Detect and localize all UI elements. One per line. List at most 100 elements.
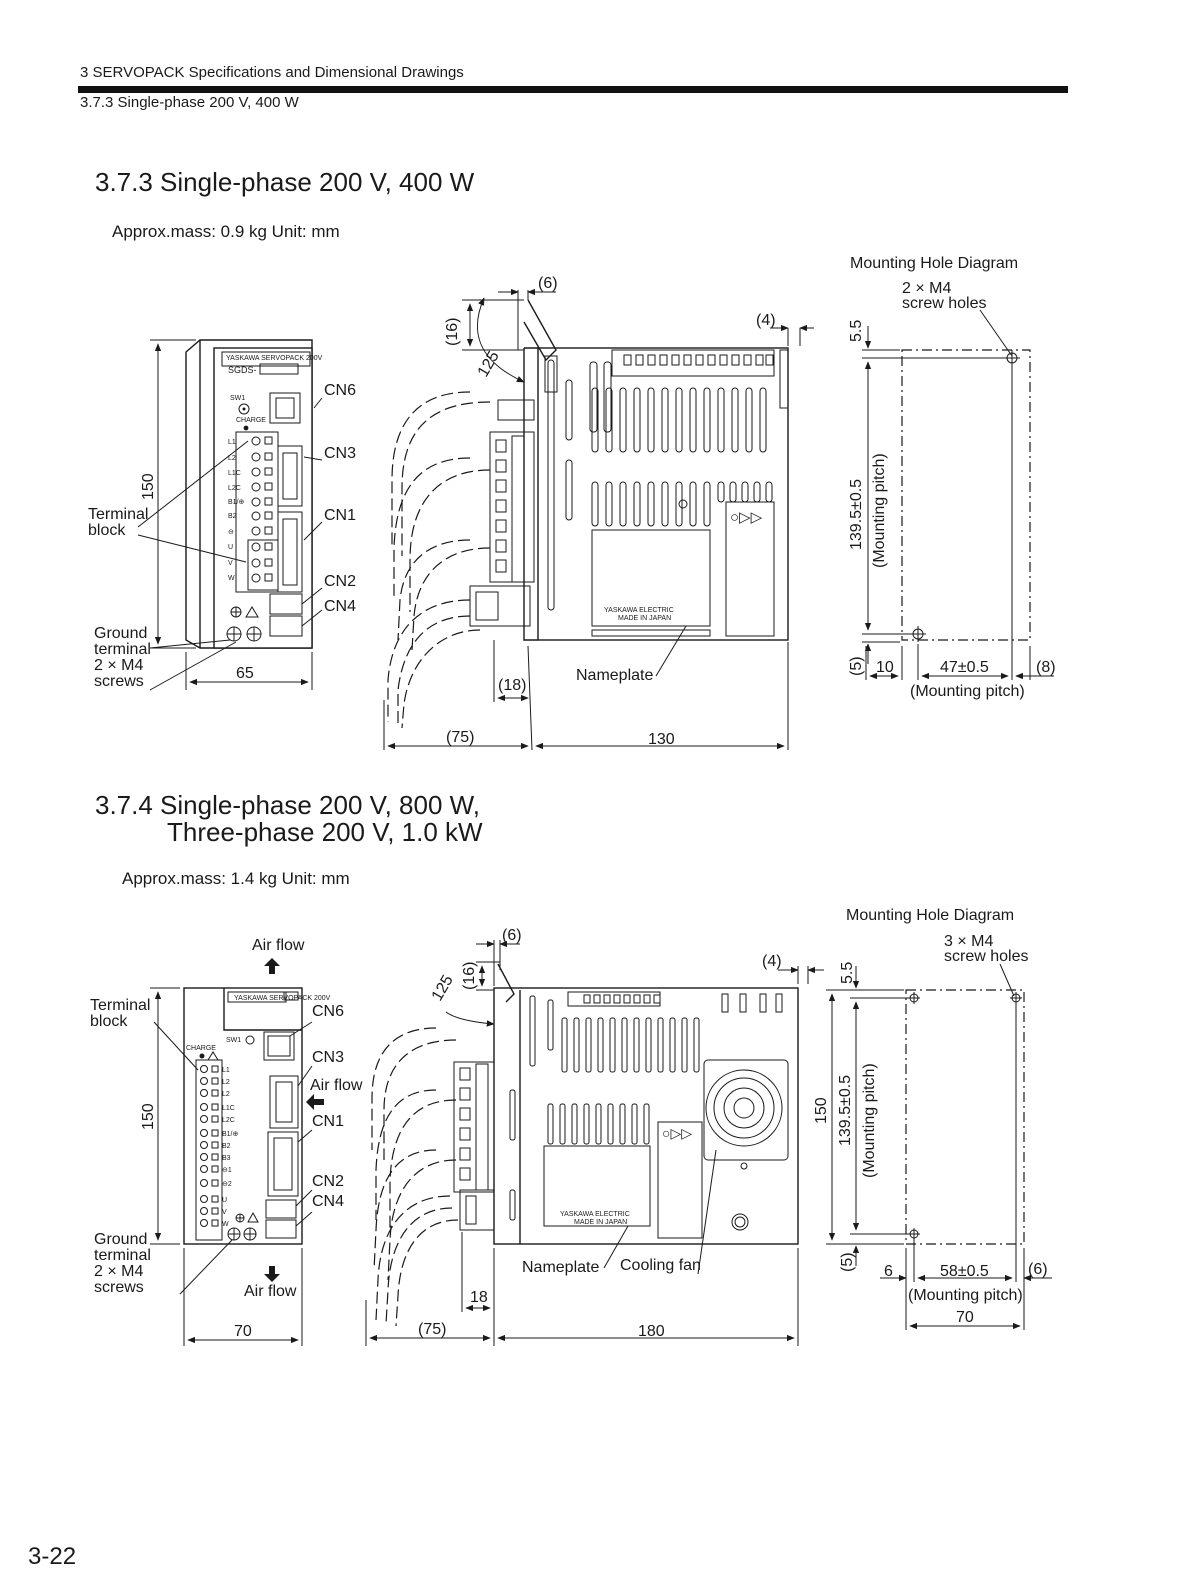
terminal-label: L2C [228,485,241,492]
page-number: 3-22 [28,1543,77,1570]
mounting-right-dim: (6) [1028,1261,1048,1278]
charge-label: CHARGE [186,1045,216,1052]
cn4-label: CN4 [312,1193,344,1210]
mounting-pitch-v-label: (Mounting pitch) [861,1063,878,1178]
terminal-label: ⊖1 [222,1167,232,1174]
holes-label: screw holes [944,948,1028,965]
arrow-up-icon [264,958,280,974]
height-dim: 150 [140,1103,157,1130]
cn4-label: CN4 [324,598,356,615]
terminal-list: L1 L2 L2 L1C L2C B1/⊕ B2 B3 ⊖1 ⊖2 U V W [222,1067,239,1228]
terminal-block-label: block [88,522,126,539]
dim-6: (6) [538,275,558,292]
terminal-label: L2 [228,455,236,462]
sw1-label: SW1 [226,1037,241,1044]
brand-label: YASKAWA SERVOPACK 200V [226,355,323,362]
vent-slots [509,993,783,1221]
mounting-top-dim: 5.5 [839,962,856,984]
terminal-label: L1C [222,1105,235,1112]
terminal-label: W [228,575,235,582]
cooling-fan-icon [703,1059,789,1231]
terminal-list: L1 L2 L1C L2C B1/⊕ B2 ⊖ U V W [228,439,245,582]
subsection-header: 3.7.3 Single-phase 200 V, 400 W [80,94,299,111]
arrow-down-icon [264,1266,280,1282]
dim-4: (4) [756,312,776,329]
chapter-header: 3 SERVOPACK Specifications and Dimension… [80,64,464,81]
terminal-label: L2C [222,1117,235,1124]
ground-label: screws [94,673,144,690]
terminal-label: L1 [228,439,236,446]
arrow-left-icon [306,1094,324,1110]
sw1-label: SW1 [230,395,245,402]
dim-18: (18) [498,677,526,694]
cn1-label: CN1 [324,507,356,524]
dim-180: 180 [638,1323,665,1340]
nameplate-label: Nameplate [522,1259,599,1276]
holes-label: 3 × M4 [944,933,993,950]
plate-text: MADE IN JAPAN [574,1219,627,1226]
terminal-label: B3 [222,1155,231,1162]
terminal-label: V [228,560,233,567]
mounting-title: Mounting Hole Diagram [850,255,1018,272]
model-label: SGDS- [228,365,257,375]
front-view-400w: YASKAWA SERVOPACK 200V SGDS- SW1 CHARGE … [88,339,356,691]
ground-label: terminal [94,1247,151,1264]
terminal-label: L2 [222,1091,230,1098]
cable-outlines [371,1027,459,1327]
terminal-label: B1/⊕ [222,1131,239,1138]
width-dim: 65 [236,665,254,682]
cn6-label: CN6 [324,382,356,399]
ground-label: terminal [94,641,151,658]
cn3-label: CN3 [324,445,356,462]
section-3-7-4-title-line2: Three-phase 200 V, 1.0 kW [167,817,483,847]
terminal-label: B1/⊕ [228,499,245,506]
dim-4: (4) [762,953,782,970]
section-3-7-4-title-line1: 3.7.4 Single-phase 200 V, 800 W, [95,790,480,820]
mounting-diagram-400w: Mounting Hole Diagram 2 × M4 screw holes… [848,255,1056,700]
mounting-pitch-h: 58±0.5 [940,1263,989,1280]
dim-130: 130 [648,731,675,748]
width-dim: 70 [234,1323,252,1340]
plate-text: YASKAWA ELECTRIC [604,607,674,614]
dim-16: (16) [444,318,461,346]
plate-text: MADE IN JAPAN [618,615,671,622]
header-rule [78,86,1068,93]
terminal-label: ⊖ [228,529,234,536]
mounting-width: 70 [956,1309,974,1326]
mounting-right-dim: (8) [1036,659,1056,676]
terminal-label: L1C [228,470,241,477]
mounting-top-dim: 5.5 [848,320,865,342]
section-3-7-3-title: 3.7.3 Single-phase 200 V, 400 W [95,167,475,197]
mounting-pitch-h-label: (Mounting pitch) [908,1287,1023,1304]
dim-16: (16) [461,962,478,990]
mounting-left-dim: 6 [884,1263,893,1280]
terminal-block-label: Terminal [90,997,150,1014]
plate-text: YASKAWA ELECTRIC [560,1211,630,1218]
terminal-label: U [228,544,233,551]
ground-label: Ground [94,625,147,642]
charge-label: CHARGE [236,417,266,424]
nameplate-label: Nameplate [576,667,653,684]
mounting-pitch-h-label: (Mounting pitch) [910,683,1025,700]
vent-slots-top [589,361,767,453]
dim-6: (6) [502,927,522,944]
dim-18: 18 [470,1289,488,1306]
mounting-title: Mounting Hole Diagram [846,907,1014,924]
mounting-bottom-dim: (5) [848,656,865,676]
mounting-pitch-v: 139.5±0.5 [837,1075,854,1146]
cn1-label: CN1 [312,1113,344,1130]
terminal-label: B2 [222,1143,231,1150]
cable-outlines [387,391,491,729]
section-3-7-4-mass: Approx.mass: 1.4 kg Unit: mm [122,869,350,888]
ground-label: Ground [94,1231,147,1248]
dim-125: 125 [429,972,457,1004]
ground-label: 2 × M4 [94,1263,143,1280]
cn3-label: CN3 [312,1049,344,1066]
side-view-400w: YASKAWA ELECTRIC MADE IN JAPAN ○▷▷ [383,275,814,751]
terminal-label: B2 [228,513,237,520]
terminal-label: V [222,1209,227,1216]
mounting-bottom-dim: (5) [839,1252,856,1272]
section-3-7-3-mass: Approx.mass: 0.9 kg Unit: mm [112,222,340,241]
led-symbols: ○▷▷ [730,509,763,526]
